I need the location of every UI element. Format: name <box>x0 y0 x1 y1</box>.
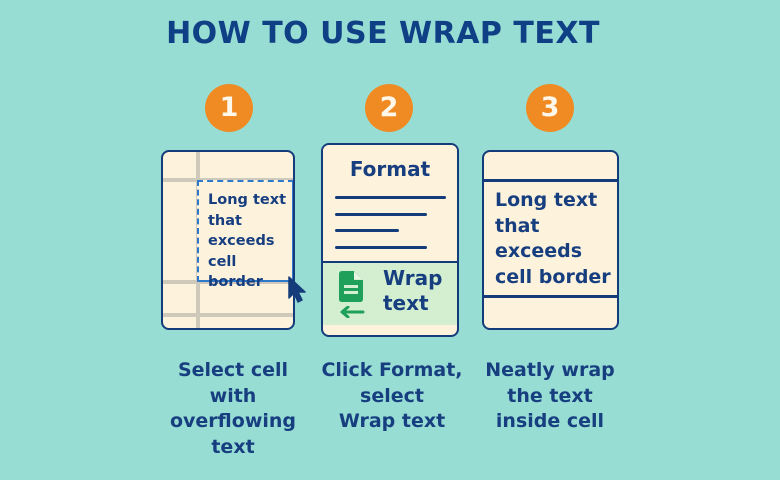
step-1-card: Long text that exceeds cell border <box>161 150 295 330</box>
row-border-bottom <box>484 295 617 298</box>
overflowing-cell-text: Long text that exceeds cell border <box>208 192 287 290</box>
wrap-text-label: Wrap text <box>383 266 443 315</box>
step-1-caption: Select cell with overflowing text <box>169 359 297 458</box>
menu-item-placeholder <box>335 229 399 232</box>
step-2-badge: 2 <box>365 84 413 132</box>
arrow-left-icon <box>340 306 365 318</box>
menu-item-placeholder <box>335 246 427 249</box>
step-3-caption: Neatly wrap the text inside cell <box>485 359 615 432</box>
grid-row-line <box>163 313 293 317</box>
step-2-caption: Click Format, select Wrap text <box>321 359 463 432</box>
wrapped-cell-text: Long text that exceeds cell border <box>495 189 611 288</box>
page-title: HOW TO USE WRAP TEXT <box>166 16 600 51</box>
menu-item-placeholder <box>335 196 446 199</box>
mouse-cursor-icon <box>288 276 306 303</box>
wrap-text-menu-item[interactable]: Wrap text <box>323 263 457 325</box>
grid-row-line <box>163 280 293 284</box>
format-menu-title[interactable]: Format <box>349 157 431 181</box>
selected-cell[interactable]: Long text that exceeds cell border <box>197 180 293 290</box>
step-3-badge: 3 <box>526 84 574 132</box>
step-3-card: Long text that exceeds cell border <box>482 150 619 330</box>
step-1-badge: 1 <box>205 84 253 132</box>
row-border-top <box>484 179 617 182</box>
step-2-card: Format Wrap text <box>321 143 459 337</box>
menu-divider <box>323 261 457 264</box>
google-sheets-doc-icon <box>339 271 363 302</box>
format-menu: Format <box>323 145 457 261</box>
menu-item-placeholder <box>335 213 427 216</box>
